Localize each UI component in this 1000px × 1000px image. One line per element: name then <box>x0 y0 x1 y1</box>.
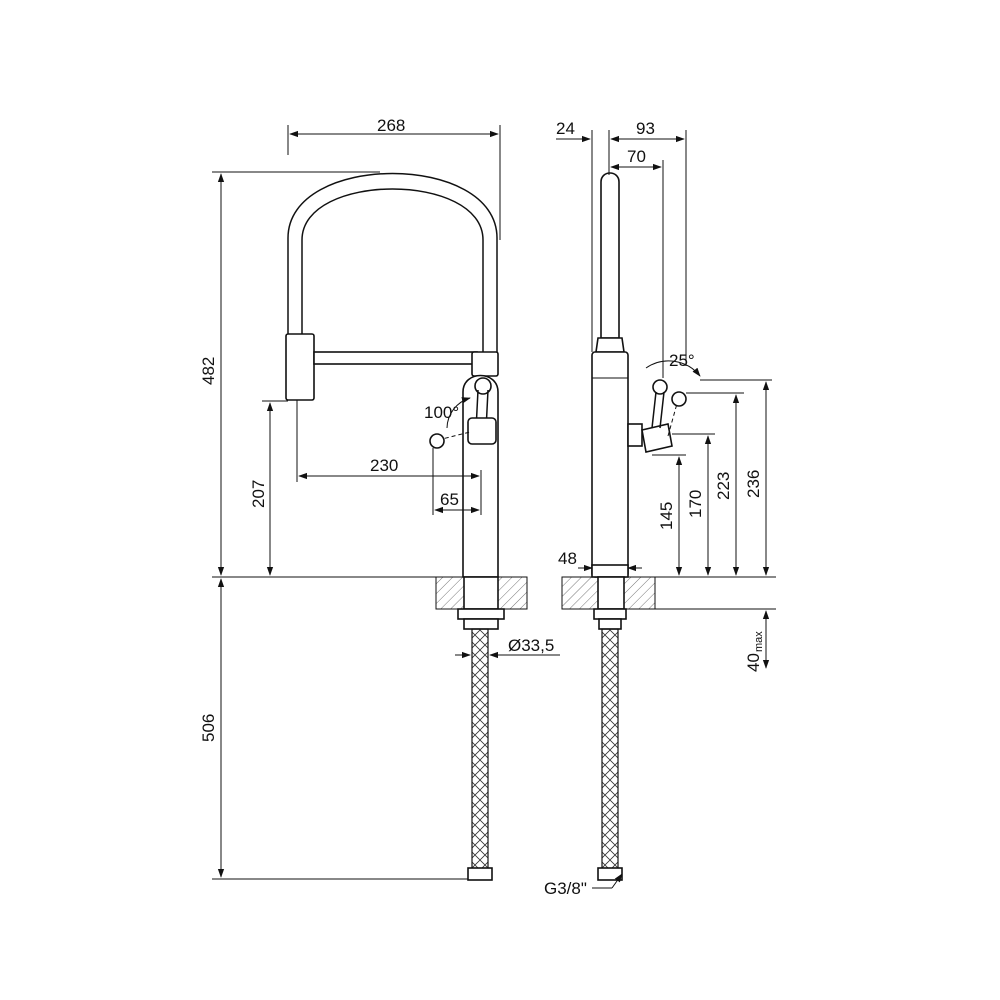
front-crossbar <box>313 351 478 365</box>
side-label-height-145: 145 <box>657 502 676 530</box>
front-label-lever-rotation: 100° <box>424 403 459 422</box>
side-label-height-170: 170 <box>686 490 705 518</box>
front-spout-arch <box>287 172 498 352</box>
front-label-outlet-height: 207 <box>249 480 268 508</box>
front-label-hose-length: 506 <box>199 714 218 742</box>
side-label-lever-depth: 93 <box>636 119 655 138</box>
front-label-total-height: 482 <box>199 357 218 385</box>
front-label-hole-diameter: Ø33,5 <box>508 636 554 655</box>
front-label-spout-reach: 230 <box>370 456 398 475</box>
side-label-spout-offset: 24 <box>556 119 575 138</box>
side-label-max-suffix: max <box>753 631 765 652</box>
side-label-max-deck: 40 <box>744 653 763 672</box>
side-label-height-236: 236 <box>744 470 763 498</box>
side-label-lever-tilt: 25° <box>669 351 695 370</box>
side-label-body-depth: 70 <box>627 147 646 166</box>
front-hose <box>471 628 489 870</box>
front-label-overall-width: 268 <box>377 116 405 135</box>
side-view: 25° 24 93 70 48 145 <box>544 119 776 898</box>
side-label-connection: G3/8" <box>544 879 587 898</box>
side-label-body-diameter: 48 <box>558 549 577 568</box>
side-body <box>591 351 629 578</box>
side-hose <box>601 628 619 870</box>
front-spray-head <box>285 333 315 401</box>
side-label-height-223: 223 <box>714 472 733 500</box>
side-spout <box>600 172 620 339</box>
front-label-lever-offset: 65 <box>440 490 459 509</box>
front-view: 100° 268 482 207 230 65 <box>199 116 560 881</box>
front-lever <box>429 377 497 449</box>
